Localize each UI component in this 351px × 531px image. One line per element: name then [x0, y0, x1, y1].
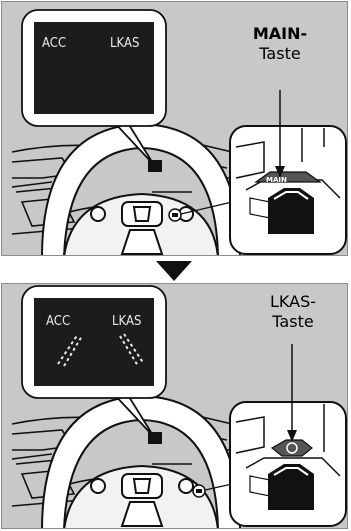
cluster-marker-bottom: [148, 432, 162, 444]
main-button-text: MAIN: [266, 176, 287, 184]
lkas-button-label-line2: Taste: [258, 312, 328, 331]
finger-icon: [268, 188, 314, 234]
cluster-screen-bottom: [34, 298, 154, 386]
screen-lkas-text-top: LKAS: [110, 36, 139, 51]
top-panel-main-button: ACC LKAS MAIN MAIN- Taste: [1, 1, 348, 256]
down-arrow-icon: [156, 261, 192, 281]
button-zoom-inset-bottom: [230, 402, 346, 526]
button-zoom-inset-top: [230, 126, 346, 254]
bottom-panel-lkas-button: ACC LKAS LKAS- Taste: [1, 283, 348, 529]
cluster-marker-top: [148, 160, 162, 172]
screen-acc-text-bottom: ACC: [46, 314, 70, 329]
finger-icon-bottom: [268, 464, 314, 510]
screen-lkas-text-bottom: LKAS: [112, 314, 141, 329]
main-button-label-line1: MAIN-: [248, 24, 312, 43]
screen-acc-text-top: ACC: [42, 36, 66, 51]
lkas-button-label-line1: LKAS-: [258, 292, 328, 311]
main-button-label-line2: Taste: [248, 44, 312, 63]
